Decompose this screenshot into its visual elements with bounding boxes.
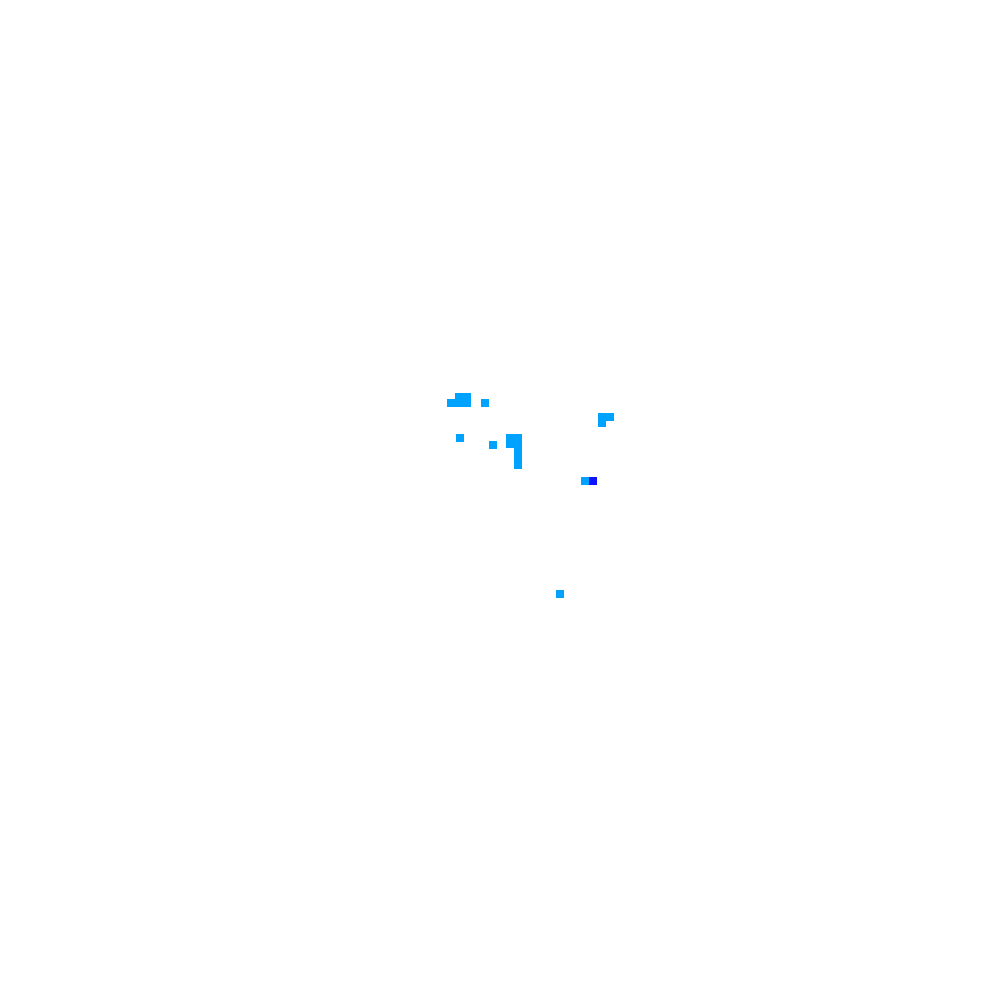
pixel-cell xyxy=(456,434,464,442)
pixel-cell xyxy=(598,419,606,427)
pixel-cell xyxy=(506,434,514,442)
pixel-cell xyxy=(481,399,489,407)
pixel-cell xyxy=(514,447,522,455)
pixel-cell xyxy=(514,440,522,448)
pixel-cell xyxy=(514,454,522,462)
pixel-cell xyxy=(447,399,455,407)
pixel-cell xyxy=(455,399,463,407)
pixel-cell xyxy=(463,399,471,407)
pixel-cell xyxy=(514,461,522,469)
pixel-cell xyxy=(455,393,463,401)
pixel-cell xyxy=(589,477,597,485)
pixel-cell xyxy=(556,590,564,598)
pixel-cell xyxy=(514,434,522,442)
pixel-cell xyxy=(598,413,606,421)
pixel-cell xyxy=(506,440,514,448)
pixel-cell xyxy=(581,477,589,485)
pixel-cell xyxy=(489,441,497,449)
pixel-cell xyxy=(606,413,614,421)
pixel-cell xyxy=(463,393,471,401)
